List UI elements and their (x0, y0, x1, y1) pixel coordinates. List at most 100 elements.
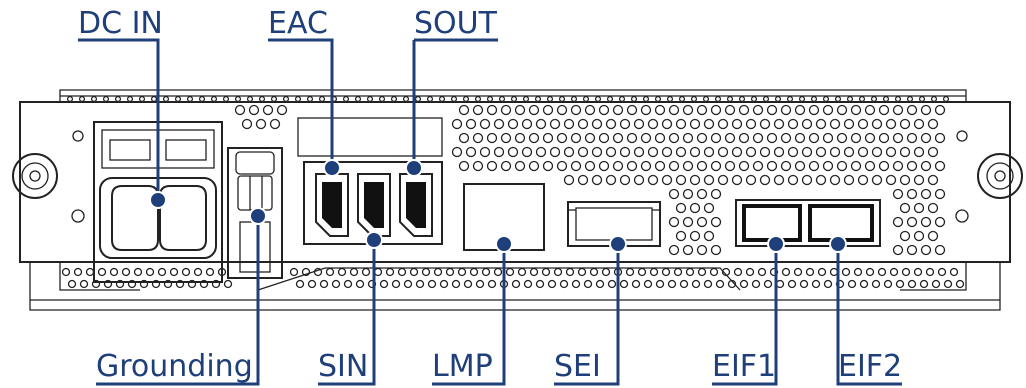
vent-hole (668, 188, 680, 200)
vent-hole (472, 104, 484, 116)
vent-hole (211, 279, 221, 289)
vent-hole (556, 104, 568, 116)
vent-hole (450, 95, 458, 103)
vent-hole (757, 267, 767, 277)
vent-hole (373, 267, 383, 277)
vent-hole (766, 104, 778, 116)
sin-marker (365, 231, 383, 249)
vent-hole (829, 118, 841, 130)
vent-hole (847, 279, 857, 289)
vent-hole (668, 104, 680, 116)
vent-hole (102, 95, 110, 103)
label-lmp: LMP (432, 349, 493, 384)
vent-hole (535, 279, 545, 289)
vent-hole (479, 118, 491, 130)
vent-hole (577, 118, 589, 130)
vent-hole (675, 202, 687, 214)
vent-hole (577, 146, 589, 158)
vent-hole (927, 118, 939, 130)
vent-hole (913, 174, 925, 186)
vent-hole (109, 267, 119, 277)
vent-hole (763, 279, 773, 289)
vent-hole (493, 146, 505, 158)
vent-hole (794, 132, 806, 144)
vent-hole (451, 279, 461, 289)
vent-hole (864, 160, 876, 172)
vent-hole (934, 160, 946, 172)
vent-hole (612, 132, 624, 144)
vent-hole (391, 279, 401, 289)
vent-hole (90, 95, 98, 103)
vent-hole (205, 267, 215, 277)
vent-hole (913, 267, 923, 277)
vent-hole (721, 267, 731, 277)
vent-hole (679, 279, 689, 289)
vent-hole (724, 132, 736, 144)
vent-hole (774, 95, 782, 103)
vent-hole (523, 279, 533, 289)
vent-hole (710, 160, 722, 172)
mount-hole (955, 209, 969, 223)
vent-hole (535, 118, 547, 130)
vent-hole (682, 104, 694, 116)
vent-hole (678, 95, 686, 103)
vent-hole (295, 279, 305, 289)
vent-hole (493, 267, 503, 277)
vent-hole (675, 146, 687, 158)
vent-hole (612, 160, 624, 172)
thumbscrew-left-icon (12, 153, 58, 199)
vent-hole (834, 95, 842, 103)
vent-hole (892, 132, 904, 144)
vent-hole (696, 216, 708, 228)
vent-hole (717, 118, 729, 130)
vent-hole (514, 104, 526, 116)
eac-marker (323, 159, 341, 177)
vent-hole (361, 267, 371, 277)
vent-hole (673, 267, 683, 277)
vent-hole (822, 95, 830, 103)
vent-hole (682, 216, 694, 228)
vent-hole (889, 267, 899, 277)
vent-hole (193, 267, 203, 277)
vent-hole (486, 132, 498, 144)
vent-hole (121, 267, 131, 277)
vent-hole (174, 95, 182, 103)
vent-hole (931, 279, 941, 289)
vent-hole (899, 118, 911, 130)
vent-hole (865, 267, 875, 277)
vent-hole (151, 279, 161, 289)
vent-hole (703, 118, 715, 130)
vent-hole (794, 104, 806, 116)
vent-hole (558, 95, 566, 103)
vent-hole (907, 279, 917, 289)
eif2-marker (829, 235, 847, 253)
vent-hole (745, 174, 757, 186)
vent-hole (666, 95, 674, 103)
vent-hole (606, 95, 614, 103)
vent-hole (577, 267, 587, 277)
vent-hole (780, 104, 792, 116)
vent-hole (689, 174, 701, 186)
vent-hole (882, 95, 890, 103)
vent-hole (529, 267, 539, 277)
vent-hole (511, 279, 521, 289)
vent-hole (927, 174, 939, 186)
vent-hole (114, 95, 122, 103)
vent-hole (738, 95, 746, 103)
vent-hole (934, 104, 946, 116)
vent-hole (703, 279, 713, 289)
vent-hole (696, 104, 708, 116)
vent-hole (619, 118, 631, 130)
vent-hole (823, 279, 833, 289)
vent-hole (626, 104, 638, 116)
vent-hole (342, 95, 350, 103)
vent-hole (925, 267, 935, 277)
vent-hole (811, 279, 821, 289)
vent-hole (829, 146, 841, 158)
vent-hole (745, 118, 757, 130)
vent-hole (822, 132, 834, 144)
vent-hole (337, 267, 347, 277)
vent-hole (248, 104, 260, 116)
vent-hole (661, 174, 673, 186)
